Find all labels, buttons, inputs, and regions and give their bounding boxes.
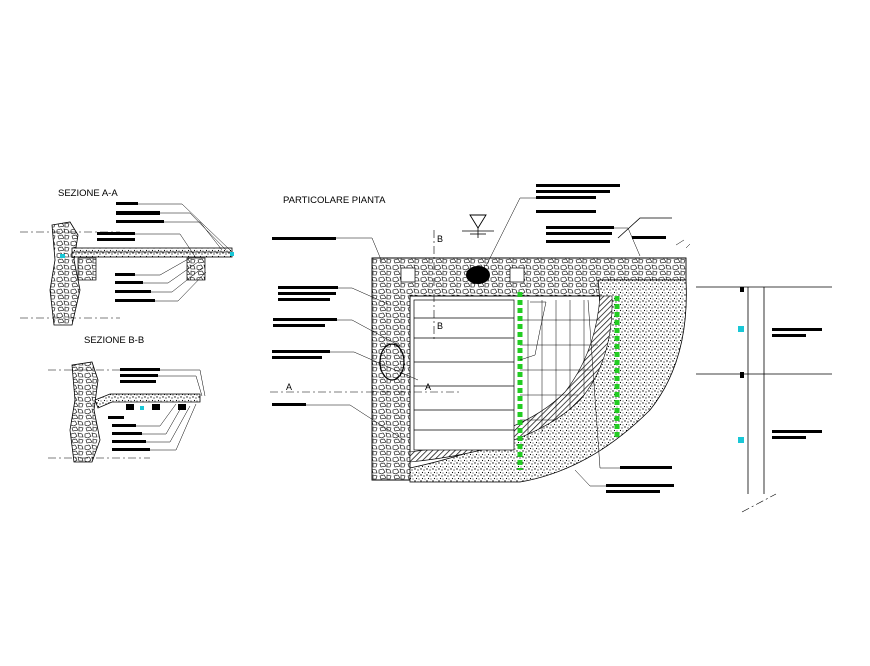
section-b-slab — [94, 393, 201, 409]
plan-left-leaders — [272, 237, 419, 441]
plan-post-left — [400, 267, 416, 283]
plan-cut-a-right: A — [425, 382, 431, 392]
section-a-stone-wall — [49, 221, 81, 326]
slope-symbol — [617, 217, 672, 239]
section-a-footing-right — [186, 257, 206, 281]
section-b-leaders — [108, 368, 206, 451]
plan-tick — [675, 239, 685, 246]
section-a-a: SEZIONE A-A — [20, 188, 234, 326]
slope-label-bar — [632, 236, 666, 239]
section-a-title: SEZIONE A-A — [58, 188, 118, 199]
side-label-bar — [772, 328, 822, 331]
plan-tick — [685, 243, 691, 249]
section-b-block — [152, 404, 160, 410]
plan-title: PARTICOLARE PIANTA — [283, 195, 386, 206]
section-b-block — [178, 404, 186, 410]
section-b-b: SEZIONE B-B — [48, 335, 206, 463]
section-a-marker — [230, 252, 234, 256]
side-joint — [740, 372, 744, 378]
elevation-symbol — [462, 214, 494, 238]
plan-stone-cluster — [379, 343, 405, 381]
plan-drain — [466, 266, 490, 284]
section-a-footing-left — [77, 257, 97, 281]
section-a-marker — [60, 254, 65, 258]
side-marker-bottom — [738, 437, 744, 443]
plan-board-grid — [413, 299, 600, 451]
side-label-bar — [772, 436, 806, 439]
side-base-dash — [741, 493, 777, 513]
plan-cut-a-left: A — [286, 382, 292, 392]
plan-cut-b-inner: B — [437, 321, 443, 331]
section-a-slab — [71, 247, 233, 258]
section-b-title: SEZIONE B-B — [84, 335, 144, 346]
section-b-block — [126, 404, 134, 410]
side-label-bar — [772, 430, 822, 433]
plan-detail: PARTICOLARE PIANTA — [270, 184, 691, 493]
plan-cut-b-top: B — [437, 234, 443, 244]
side-elevation — [696, 286, 832, 513]
side-label-bar — [772, 334, 806, 337]
section-a-leaders — [97, 202, 231, 302]
side-joint — [740, 287, 744, 292]
side-marker-top — [738, 326, 744, 332]
plan-post-right — [509, 267, 525, 283]
section-b-stone-wall — [69, 361, 101, 463]
section-b-marker — [140, 406, 144, 410]
plan-right-leaders — [485, 184, 674, 493]
